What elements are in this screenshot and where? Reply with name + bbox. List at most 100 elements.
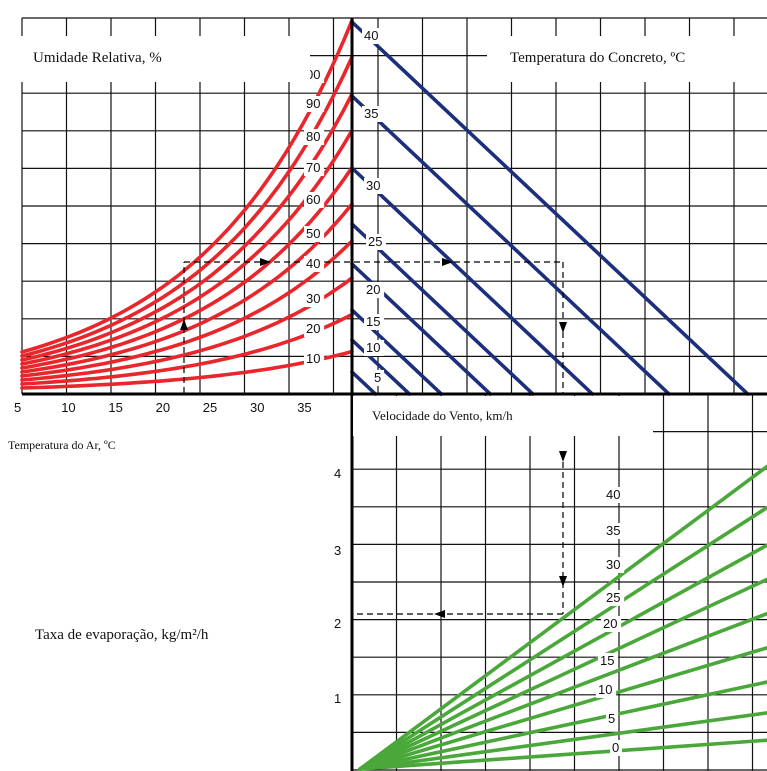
- wind-label-10-bg: [596, 682, 617, 698]
- concrete-title-box: [487, 36, 767, 82]
- concrete-temperature-lines: [350, 20, 750, 396]
- wind-label-15: 15: [600, 653, 614, 668]
- x-tick-label: 15: [108, 400, 122, 415]
- y-tick-label: 1: [334, 691, 341, 706]
- concrete-label-5: 5: [374, 370, 381, 385]
- humidity-curve-60: [20, 165, 354, 370]
- x-tick-label: 5: [14, 400, 21, 415]
- wind-line-15: [358, 646, 767, 771]
- humidity-curve-90: [20, 55, 354, 358]
- wind-speed-lines: [358, 464, 767, 771]
- wind-label-30: 30: [606, 557, 620, 572]
- wind-label-10: 10: [598, 682, 612, 697]
- y-tick-label: 3: [334, 543, 341, 558]
- wind-label-5: 5: [608, 711, 615, 726]
- humidity-title-box: [0, 36, 310, 82]
- humidity-curve-40: [20, 239, 354, 378]
- wind-line-30: [358, 543, 767, 771]
- wind-label-25-bg: [604, 590, 625, 606]
- panel-axes: [22, 18, 767, 771]
- concrete-line-35: [350, 94, 671, 396]
- concrete-label-20-bg: [364, 282, 385, 298]
- concrete-line-5: [350, 370, 378, 396]
- y-tick-label: 2: [334, 616, 341, 631]
- x-tick-label: 35: [297, 400, 311, 415]
- concrete-label-5-bg: [372, 370, 385, 386]
- humidity-label-60: 60: [306, 192, 320, 207]
- arrow-down-1: [559, 322, 567, 333]
- concrete-title: Temperatura do Concreto, ºC: [510, 50, 686, 66]
- humidity-label-30: 30: [306, 291, 320, 306]
- concrete-label-15: 15: [366, 314, 380, 329]
- humidity-label-80: 80: [306, 129, 320, 144]
- humidity-label-90-bg: [304, 96, 325, 112]
- wind-label-0: 0: [612, 740, 619, 755]
- concrete-label-20: 20: [366, 282, 380, 297]
- wind-label-40-bg: [604, 487, 625, 503]
- humidity-label-50: 50: [306, 226, 320, 241]
- wind-label-35-bg: [604, 523, 625, 539]
- concrete-line-40: [350, 20, 750, 396]
- humidity-label-70: 70: [306, 160, 320, 175]
- humidity-label-70-bg: [304, 160, 325, 176]
- concrete-label-25: 25: [368, 234, 382, 249]
- humidity-label-40: 40: [306, 256, 320, 271]
- wind-line-20: [358, 611, 767, 771]
- arrow-right-2: [442, 258, 453, 266]
- humidity-label-20: 20: [306, 321, 320, 336]
- concrete-label-35-bg: [362, 106, 383, 122]
- curve-labels: 0090807060504030201040353025201510540353…: [14, 28, 625, 756]
- humidity-label-50-bg: [304, 226, 325, 242]
- concrete-label-30-bg: [364, 178, 385, 194]
- wind-line-40: [358, 464, 767, 771]
- air-temp-label-box: [0, 423, 345, 458]
- concrete-label-15-bg: [364, 314, 385, 330]
- wind-title: Velocidade do Vento, km/h: [372, 408, 513, 423]
- wind-line-35: [358, 505, 767, 771]
- x-tick-label: 25: [203, 400, 217, 415]
- wind-label-20-bg: [601, 616, 622, 632]
- arrow-right-1: [260, 258, 271, 266]
- wind-label-20: 20: [603, 616, 617, 631]
- humidity-label-30-bg: [304, 291, 325, 307]
- concrete-label-10-bg: [364, 340, 385, 356]
- wind-line-10: [358, 680, 767, 771]
- concrete-label-35: 35: [364, 106, 378, 121]
- wind-label-30-bg: [604, 557, 625, 573]
- concrete-line-30: [350, 166, 595, 396]
- arrow-left: [434, 610, 445, 618]
- concrete-label-40-bg: [362, 28, 383, 44]
- x-tick-label: 30: [250, 400, 264, 415]
- humidity-curve-100: [20, 18, 354, 354]
- wind-label-5-bg: [606, 711, 619, 727]
- wind-line-0: [358, 738, 767, 771]
- humidity-curve-80: [20, 92, 354, 362]
- concrete-label-25-bg: [366, 234, 387, 250]
- humidity-curve-10: [20, 349, 354, 390]
- humidity-label-90: 90: [306, 96, 320, 111]
- concrete-label-30: 30: [366, 178, 380, 193]
- humidity-title: Umidade Relativa, %: [33, 50, 162, 66]
- wind-label-40: 40: [606, 487, 620, 502]
- humidity-label-10-bg: [304, 351, 325, 367]
- concrete-label-40: 40: [364, 28, 378, 43]
- arrow-down-2: [559, 451, 567, 462]
- humidity-label-60-bg: [304, 192, 325, 208]
- humidity-curve-30: [20, 276, 354, 382]
- concrete-label-10: 10: [366, 340, 380, 355]
- wind-label-0-bg: [610, 740, 623, 756]
- concrete-line-10: [350, 338, 412, 396]
- wind-label-25: 25: [606, 590, 620, 605]
- x-tick-label: 10: [61, 400, 75, 415]
- wind-label-15-bg: [598, 653, 619, 669]
- humidity-label-20-bg: [304, 321, 325, 337]
- humidity-curve-20: [20, 312, 354, 386]
- x-tick-label: 20: [156, 400, 170, 415]
- humidity-label-10: 10: [306, 351, 320, 366]
- humidity-label-40-bg: [304, 256, 325, 272]
- example-dashed-path: [180, 258, 567, 618]
- concrete-line-25: [350, 222, 535, 396]
- wind-line-25: [358, 577, 767, 771]
- air-temperature-label: Temperatura do Ar, ºC: [8, 438, 116, 452]
